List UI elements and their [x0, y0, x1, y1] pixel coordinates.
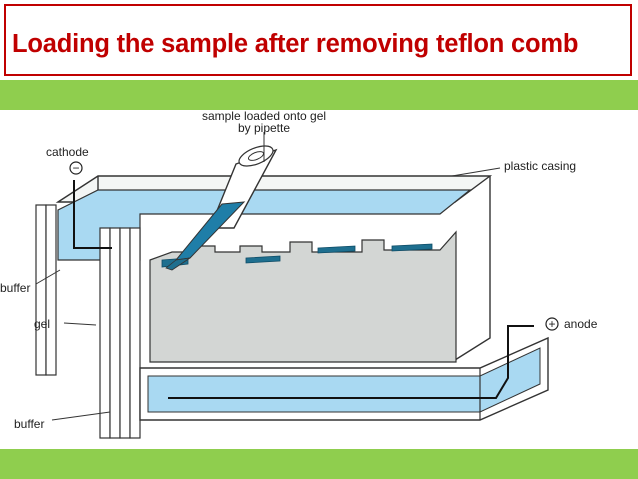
plus-sign: + [548, 317, 555, 331]
bottom-green-band [0, 449, 638, 479]
electrophoresis-diagram: − + sample loaded onto gel by pipette ca… [0, 109, 638, 449]
upper-buffer-reservoir [57, 189, 472, 261]
gel-slab [149, 230, 457, 363]
anode-wire [168, 325, 534, 399]
label-anode: anode [564, 317, 598, 331]
label-sample-line1: sample loaded onto gel [202, 110, 326, 123]
minus-sign: − [72, 161, 79, 175]
label-buffer-bottom: buffer [14, 417, 44, 431]
label-sample-line2: by pipette [238, 121, 290, 135]
top-green-band [0, 80, 638, 110]
label-gel: gel [34, 317, 50, 331]
left-posts [35, 204, 141, 439]
leader-lines [35, 132, 501, 421]
slide-title: Loading the sample after removing teflon… [12, 30, 579, 58]
diagram-svg: − + sample loaded onto gel by pipette ca… [0, 109, 598, 439]
label-cathode: cathode [46, 145, 89, 159]
sample-wells [161, 243, 433, 268]
cathode-wire [73, 180, 112, 249]
title-box: Loading the sample after removing teflon… [4, 4, 632, 76]
pipette [165, 145, 278, 271]
anode-symbol: + [545, 317, 559, 331]
cathode-symbol: − [69, 161, 83, 175]
lower-buffer-tank [139, 336, 549, 421]
label-buffer-top: buffer [0, 281, 30, 295]
label-plastic-casing: plastic casing [504, 159, 576, 173]
